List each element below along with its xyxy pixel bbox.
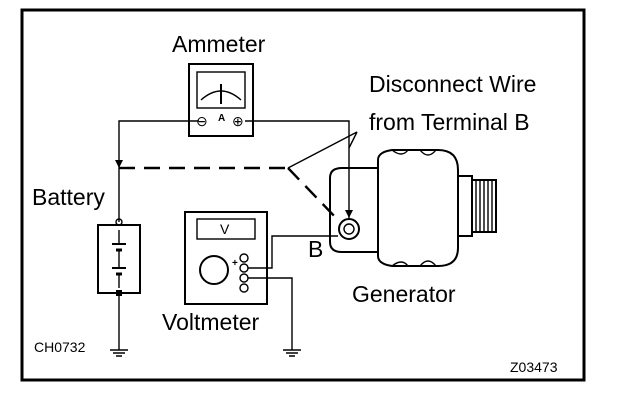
arrow-terminal-b-wire — [345, 210, 353, 218]
arrow-battery-wire — [115, 160, 123, 168]
disconnect-label-line2: from Terminal B — [369, 109, 530, 135]
voltmeter-jack — [239, 253, 249, 263]
voltmeter-label: Voltmeter — [162, 309, 259, 335]
terminal-b-outer — [338, 218, 360, 240]
ground-symbol-voltmeter — [283, 349, 301, 357]
generator-end-housing — [329, 167, 379, 253]
generator-body — [377, 149, 459, 267]
battery — [97, 218, 141, 296]
ground-symbol-battery — [110, 349, 128, 357]
ammeter-label: Ammeter — [172, 31, 266, 57]
ammeter-scale-label: A — [218, 113, 225, 124]
generator — [329, 149, 497, 267]
terminal-b-label: B — [308, 236, 323, 262]
voltmeter-selector-knob — [199, 255, 229, 285]
voltmeter-jack — [239, 283, 249, 293]
voltmeter-jack — [239, 273, 249, 283]
wire-voltmeter-to-ground — [248, 277, 293, 350]
generator-pulley-hub — [457, 175, 473, 237]
ammeter-body — [188, 63, 254, 137]
diagram-frame — [20, 8, 586, 382]
code-left: CH0732 — [34, 339, 86, 355]
disconnect-label-line1: Disconnect Wire — [369, 71, 536, 97]
voltmeter-body — [184, 211, 268, 305]
disconnected-wire-end — [287, 167, 341, 223]
ammeter-dial — [196, 71, 246, 109]
ammeter-minus-terminal: ⊖ — [196, 113, 208, 129]
voltmeter: V + — [184, 211, 268, 305]
generator-body-detail — [391, 149, 437, 156]
code-right: Z03473 — [510, 359, 558, 375]
voltmeter-jack — [239, 263, 249, 273]
callout-leader-1 — [287, 131, 358, 169]
terminal-b-inner — [343, 223, 355, 235]
wire-ammeter-to-terminal-b — [245, 120, 350, 218]
battery-label: Battery — [32, 184, 105, 210]
ammeter-plus-terminal: ⊕ — [232, 113, 244, 129]
wire-ammeter-to-battery — [118, 120, 199, 222]
voltmeter-display — [196, 218, 256, 240]
generator-body-detail — [391, 260, 437, 267]
wire-voltmeter-to-terminal-b — [248, 235, 338, 269]
ammeter: A ⊖ ⊕ — [188, 63, 254, 137]
battery-negative-terminal — [116, 290, 122, 296]
voltmeter-plus-marker: + — [232, 258, 238, 269]
voltmeter-display-label: V — [220, 221, 230, 237]
callout-leader-2 — [348, 131, 358, 149]
generator-label: Generator — [352, 281, 456, 307]
